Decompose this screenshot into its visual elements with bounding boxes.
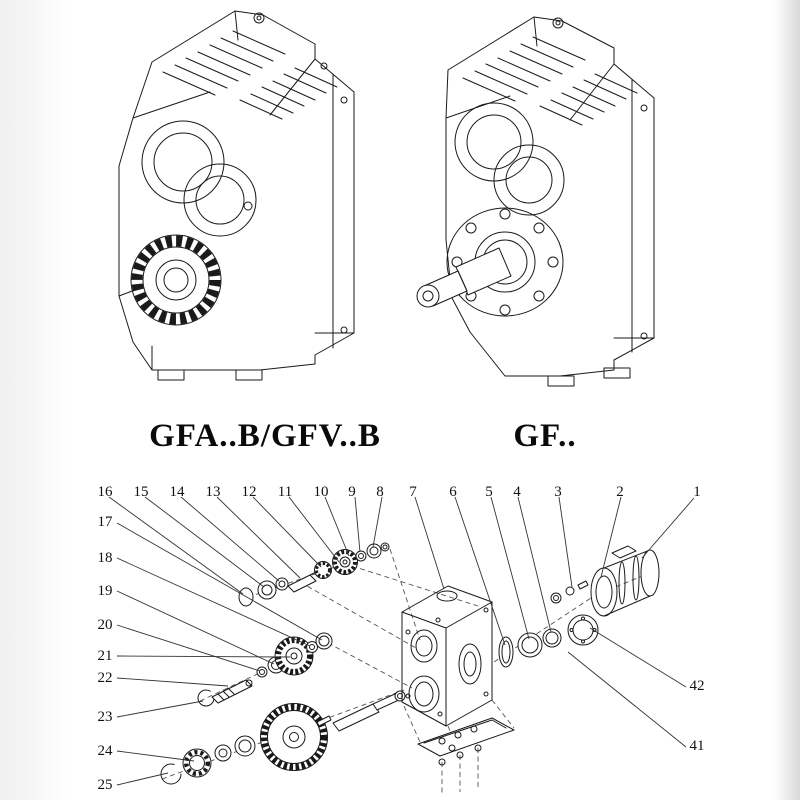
part-number-14: 14 (170, 484, 186, 500)
front-bearing-bosses (141, 120, 257, 237)
part-number-42: 42 (690, 678, 705, 694)
exploded-parts-diagram: 16 15 14 13 12 11 10 9 8 7 6 5 4 3 2 1 1… (98, 484, 705, 794)
part-number-18: 18 (98, 550, 113, 566)
part-number-9: 9 (348, 484, 356, 500)
output-shaft-assembly (160, 690, 406, 785)
mounting-feet (157, 369, 263, 381)
gfab-gearbox-drawing (118, 10, 355, 381)
motor-side-small-parts (550, 580, 589, 604)
callout-numbers: 16 15 14 13 12 11 10 9 8 7 6 5 4 3 2 1 1… (98, 484, 705, 793)
output-shaft (332, 703, 380, 732)
part-number-21: 21 (98, 648, 113, 664)
model-label-gfab: GFA..B/GFV..B (149, 418, 381, 454)
part-number-10: 10 (314, 484, 329, 500)
cooling-fins (462, 36, 638, 126)
part-number-1: 1 (693, 484, 701, 500)
snap-ring (160, 763, 182, 785)
gear-housing (401, 585, 493, 727)
part-number-22: 22 (98, 670, 113, 686)
part-number-12: 12 (242, 484, 257, 500)
side-panel (320, 62, 348, 349)
part-number-4: 4 (513, 484, 521, 500)
filler-plug (552, 17, 564, 29)
bolt (438, 758, 446, 766)
gasket (498, 636, 514, 668)
bottom-cover-plate (417, 717, 515, 766)
gf-gearbox-drawing (416, 16, 655, 387)
part-number-11: 11 (278, 484, 292, 500)
input-pinion-shaft (287, 574, 317, 593)
part-number-15: 15 (134, 484, 149, 500)
part-number-25: 25 (98, 777, 113, 793)
leader-lines (108, 496, 695, 786)
oil-seal (234, 735, 256, 757)
motor-key (577, 580, 589, 590)
part-number-2: 2 (616, 484, 624, 500)
part-number-13: 13 (206, 484, 221, 500)
part-number-5: 5 (485, 484, 493, 500)
terminal-box (611, 545, 637, 559)
part-number-17: 17 (98, 514, 114, 530)
filler-plug (253, 12, 265, 24)
model-label-gf: GF.. (513, 418, 576, 454)
side-panel (631, 79, 648, 353)
part-number-23: 23 (98, 709, 113, 725)
part-number-41: 41 (690, 738, 705, 754)
retaining-ring (197, 689, 215, 707)
mounting-feet (547, 367, 631, 387)
end-cover (567, 614, 599, 646)
bolt (456, 751, 464, 759)
part-number-3: 3 (554, 484, 562, 500)
part-number-7: 7 (409, 484, 417, 500)
output-bearing (130, 234, 222, 326)
side-covers (498, 614, 599, 668)
intermediate-gear-assembly (197, 632, 333, 707)
bolt (474, 744, 482, 752)
part-number-8: 8 (376, 484, 384, 500)
part-number-6: 6 (449, 484, 457, 500)
output-shaft (416, 247, 512, 308)
part-number-20: 20 (98, 617, 113, 633)
part-number-19: 19 (98, 583, 113, 599)
motor-adapter (590, 545, 660, 617)
shaft-key (316, 715, 332, 727)
part-number-16: 16 (98, 484, 114, 500)
cooling-fins (162, 30, 338, 120)
part-number-24: 24 (98, 743, 114, 759)
front-bearing-bosses (454, 102, 565, 216)
